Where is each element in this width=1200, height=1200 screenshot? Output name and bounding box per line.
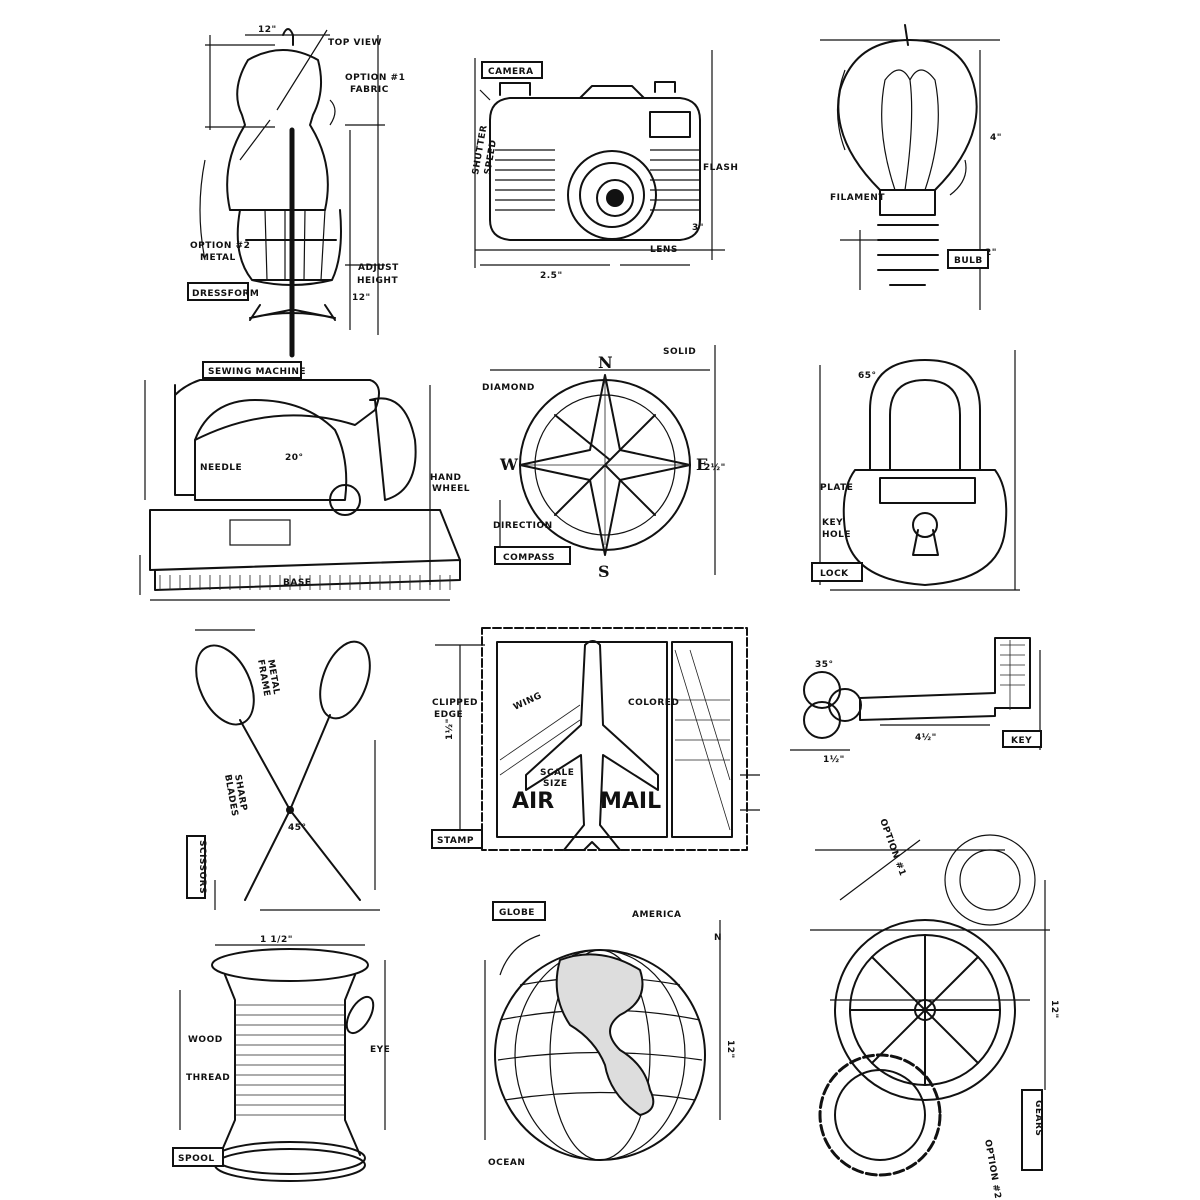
- scissors-title: SCISSORS: [197, 840, 207, 894]
- stamp-label-box: [431, 829, 483, 849]
- note-ocean: OCEAN: [488, 1158, 525, 1168]
- compass-south: S: [598, 562, 610, 581]
- note-colored: COLORED: [628, 698, 679, 708]
- globe-title: GLOBE: [499, 908, 535, 918]
- spool-label-box: [172, 1147, 224, 1167]
- note-top-view: TOP VIEW: [328, 38, 382, 48]
- note-angle: 35°: [815, 660, 834, 670]
- bulb-title: BULB: [954, 256, 983, 266]
- sewing-machine-sketch: SEWING MACHINE NEEDLE HAND WHEEL BASE 20…: [139, 361, 470, 601]
- note-height: 4": [990, 133, 1002, 143]
- lock-title: LOCK: [820, 569, 849, 579]
- padlock-sketch: PLATE KEY HOLE 65° LOCK: [811, 350, 1020, 591]
- gears-label-box: [1021, 1089, 1043, 1171]
- camera-sketch: CAMERA SHUTTER SPEED FLASH LENS 2.5" 3": [471, 50, 738, 281]
- airmail-stamp-sketch: AIR MAIL CLIPPED EDGE WING SCALE SIZE CO…: [431, 627, 760, 851]
- note-wing: WING: [512, 691, 544, 713]
- note-solid: SOLID: [663, 347, 696, 357]
- note-length: 4½": [915, 732, 937, 743]
- note-edge: EDGE: [434, 710, 463, 720]
- sewing-machine-title: SEWING MACHINE: [208, 367, 306, 377]
- note-angle: 45°: [288, 823, 307, 833]
- bulb-label-box: [947, 249, 989, 269]
- dressform-label-box: [187, 282, 249, 301]
- stamp-title: STAMP: [437, 836, 474, 846]
- compass-north: N: [598, 353, 613, 372]
- note-wood: WOOD: [188, 1035, 223, 1045]
- note-plate: PLATE: [820, 483, 853, 493]
- note-angle: 20°: [285, 453, 304, 463]
- camera-title: CAMERA: [488, 67, 534, 77]
- note-height: 12": [725, 1040, 735, 1059]
- globe-label-box: [492, 901, 546, 921]
- note-key: KEY: [822, 518, 843, 528]
- note-option-2: OPTION #2: [190, 241, 250, 251]
- note-lens: LENS: [650, 245, 678, 255]
- note-base: BASE: [283, 578, 311, 588]
- note-height: 3": [692, 223, 704, 233]
- note-width: 2.5": [540, 271, 563, 281]
- spool-title: SPOOL: [178, 1154, 215, 1164]
- globe-sketch: AMERICA OCEAN N 12" GLOBE: [484, 901, 735, 1168]
- sewing-machine-label-box: [202, 361, 302, 379]
- note-wheel: WHEEL: [432, 484, 470, 494]
- note-america: AMERICA: [632, 910, 681, 920]
- compass-east: E: [696, 455, 708, 474]
- note-fabric: FABRIC: [350, 85, 389, 95]
- key-sketch: 35° 4½" 1½" KEY: [790, 637, 1042, 765]
- note-size: 12": [1049, 1000, 1059, 1019]
- dressform-title: DRESSFORM: [192, 289, 259, 299]
- note-hole: HOLE: [822, 530, 851, 540]
- note-north: N: [714, 933, 722, 943]
- stamp-air-text: AIR: [512, 789, 554, 814]
- compass-west: W: [499, 455, 519, 474]
- gears-sketch: OPTION #1 OPTION #2 12" GEARS: [810, 818, 1059, 1200]
- lock-label-box: [811, 562, 863, 582]
- scissors-sketch: METAL FRAME SHARP BLADES 45° SCISSORS: [186, 629, 380, 911]
- compass-sketch: N S E W DIAMOND SOLID DIRECTION 2½" COMP…: [482, 345, 726, 581]
- stamp-mail-text: MAIL: [600, 789, 661, 814]
- key-label-box: [1002, 730, 1042, 748]
- lightbulb-sketch: FILAMENT 4" 2" BULB: [820, 24, 1002, 310]
- note-eye: EYE: [370, 1045, 390, 1055]
- note-flash: FLASH: [703, 163, 738, 173]
- note-height: HEIGHT: [357, 276, 398, 286]
- note-option-1: OPTION #1: [345, 73, 405, 83]
- note-direction: DIRECTION: [493, 521, 553, 531]
- note-thread: THREAD: [186, 1073, 230, 1083]
- note-hand: HAND: [430, 473, 462, 483]
- note-width: 1 1/2": [260, 935, 293, 945]
- gears-title: GEARS: [1033, 1100, 1043, 1136]
- note-base-height: 2": [985, 248, 997, 258]
- note-clipped: CLIPPED: [432, 698, 478, 708]
- scissors-label-box: [186, 835, 206, 899]
- compass-label-box: [494, 546, 571, 565]
- note-scale: SCALE: [540, 768, 574, 778]
- note-bow-size: 1½": [823, 754, 845, 765]
- dressform-sketch: TOP VIEW OPTION #1 FABRIC OPTION #2 META…: [187, 25, 405, 358]
- spool-sketch: 1 1/2" WOOD THREAD EYE SPOOL: [172, 935, 390, 1182]
- note-base-height: 12": [352, 293, 371, 303]
- note-filament: FILAMENT: [830, 193, 885, 203]
- note-needle: NEEDLE: [200, 463, 242, 473]
- note-diamond: DIAMOND: [482, 383, 535, 393]
- note-angle: 65°: [858, 371, 877, 381]
- compass-title: COMPASS: [503, 553, 555, 563]
- note-adjust: ADJUST: [358, 263, 399, 273]
- note-option-2: OPTION #2: [982, 1139, 1002, 1200]
- note-size: 2½": [704, 462, 726, 473]
- camera-label-box: [481, 61, 543, 79]
- note-size: SIZE: [543, 779, 568, 789]
- note-height: 1½": [444, 718, 455, 740]
- note-width: 12": [258, 25, 277, 35]
- key-title: KEY: [1011, 736, 1032, 746]
- note-metal: METAL: [200, 253, 236, 263]
